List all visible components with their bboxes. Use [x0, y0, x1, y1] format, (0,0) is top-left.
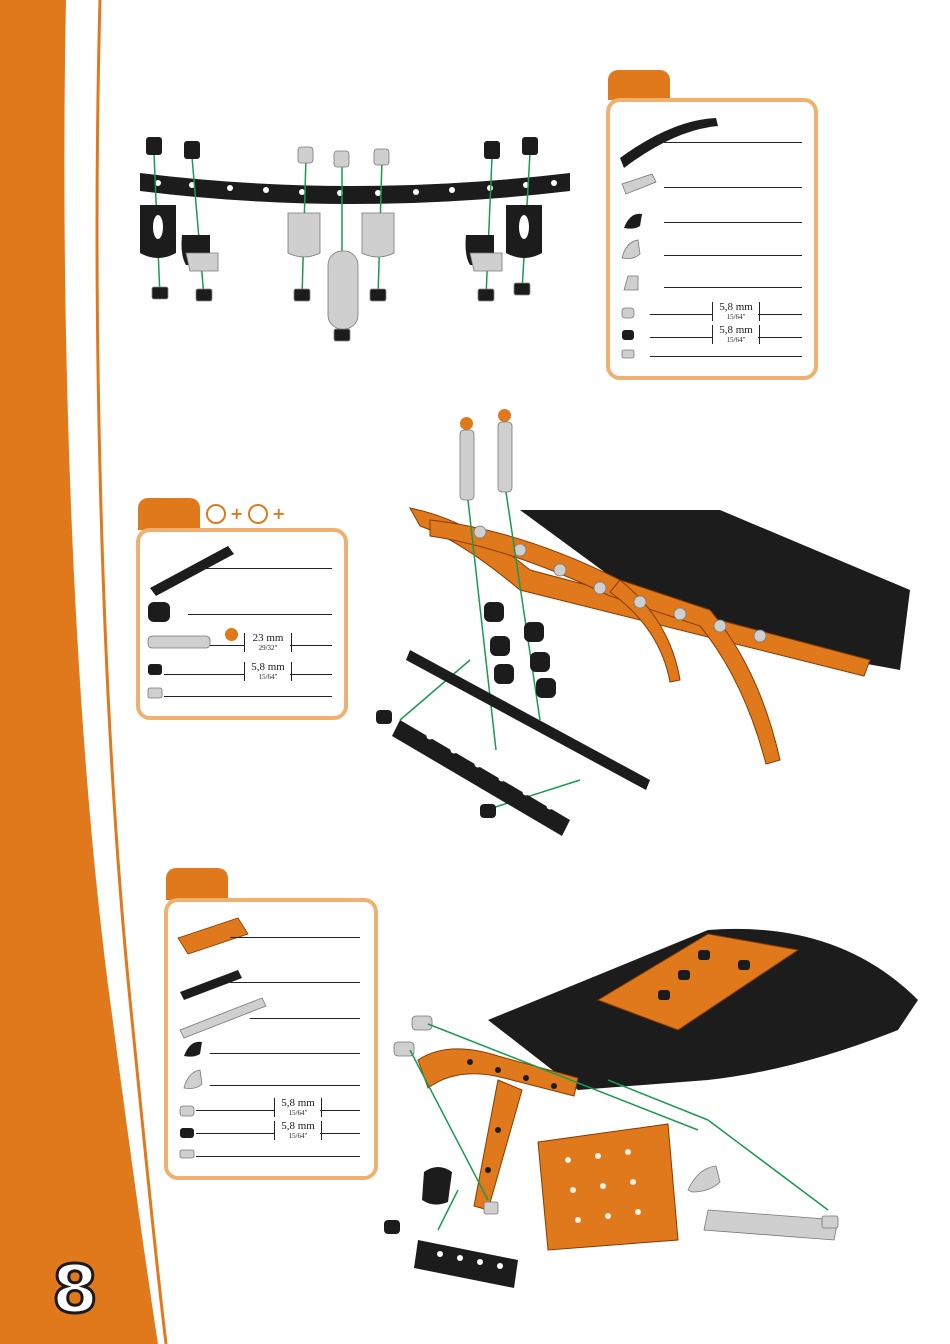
part-line — [320, 1133, 360, 1134]
part-line — [758, 314, 802, 315]
step2-panel-tab — [138, 498, 200, 530]
part-line — [210, 1085, 360, 1086]
step1-parts-icons — [612, 110, 808, 366]
part-line — [650, 337, 712, 338]
step2-parts-icons — [142, 538, 242, 708]
part-line — [664, 187, 802, 188]
part-line — [664, 255, 802, 256]
step3-parts-icons — [172, 908, 282, 1164]
ring-marker — [248, 504, 268, 524]
part-line — [210, 1053, 360, 1054]
part-line — [188, 614, 332, 615]
part-line — [210, 645, 244, 646]
plus-sign: + — [230, 506, 243, 522]
part-line — [196, 1156, 360, 1157]
part-line — [664, 222, 802, 223]
part-line — [164, 674, 244, 675]
step1-assembly-illustration — [130, 125, 580, 355]
part-line — [196, 1110, 274, 1111]
step1-panel-tab — [608, 70, 670, 100]
orange-marker — [225, 628, 238, 641]
part-line — [196, 1133, 274, 1134]
step3-assembly-illustration — [378, 920, 928, 1300]
part-line — [758, 337, 802, 338]
part-line — [290, 645, 332, 646]
part-line — [664, 142, 802, 143]
step2-assembly-illustration — [370, 420, 920, 850]
part-line — [188, 568, 332, 569]
part-line — [650, 356, 802, 357]
part-line — [164, 696, 332, 697]
part-line — [230, 937, 360, 938]
part-line — [230, 982, 360, 983]
part-line — [650, 314, 712, 315]
page-number: 8 — [52, 1258, 92, 1322]
ring-marker — [206, 504, 226, 524]
plus-sign: + — [272, 506, 285, 522]
part-line — [320, 1110, 360, 1111]
part-line — [664, 287, 802, 288]
part-line — [250, 1018, 360, 1019]
step3-panel-tab — [166, 868, 228, 900]
part-line — [290, 674, 332, 675]
